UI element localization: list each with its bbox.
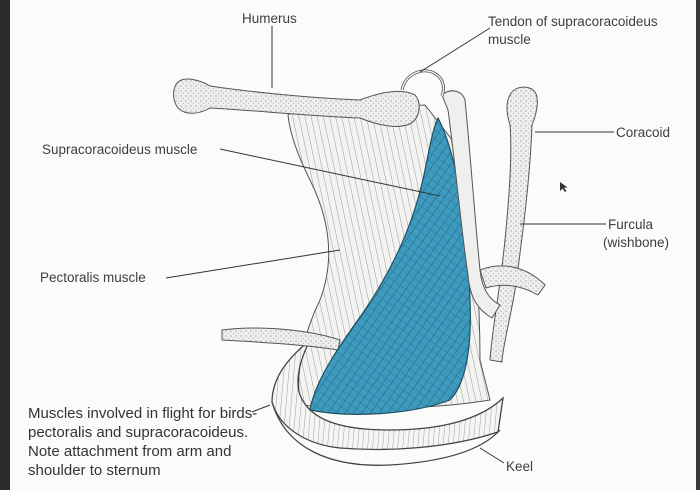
humerus-bone [173,78,420,127]
label-tendon-line2: muscle [488,32,531,47]
caption-line-1: Muscles involved in flight for birds- [28,405,258,422]
caption-line-2: pectoralis and supracoracoideus. [28,424,249,441]
furcula-bone [441,90,501,319]
caption: Muscles involved in flight for birds- pe… [28,404,278,480]
label-tendon-line1: Tendon of supracoracoideus [488,14,658,29]
scapula-process [479,265,546,296]
label-pectoralis: Pectoralis muscle [40,270,146,285]
slide: Humerus Tendon of supracoracoideus muscl… [10,0,696,490]
screen-edge [696,0,700,490]
leader-lines [165,26,614,464]
caption-line-4: shoulder to sternum [28,462,161,479]
label-keel: Keel [506,459,534,474]
label-furcula-line1: Furcula [608,217,654,232]
mouse-pointer-icon [560,182,568,192]
caption-line-3: Note attachment from arm and [28,443,232,460]
label-humerus: Humerus [242,11,297,26]
keel-edge [271,401,501,466]
label-coracoid: Coracoid [616,125,671,140]
bird-flight-muscle-illustration [165,26,614,466]
label-supracoracoideus: Supracoracoideus muscle [42,142,198,157]
coracoid-bone [489,86,538,363]
label-furcula-line2: (wishbone) [603,235,670,250]
